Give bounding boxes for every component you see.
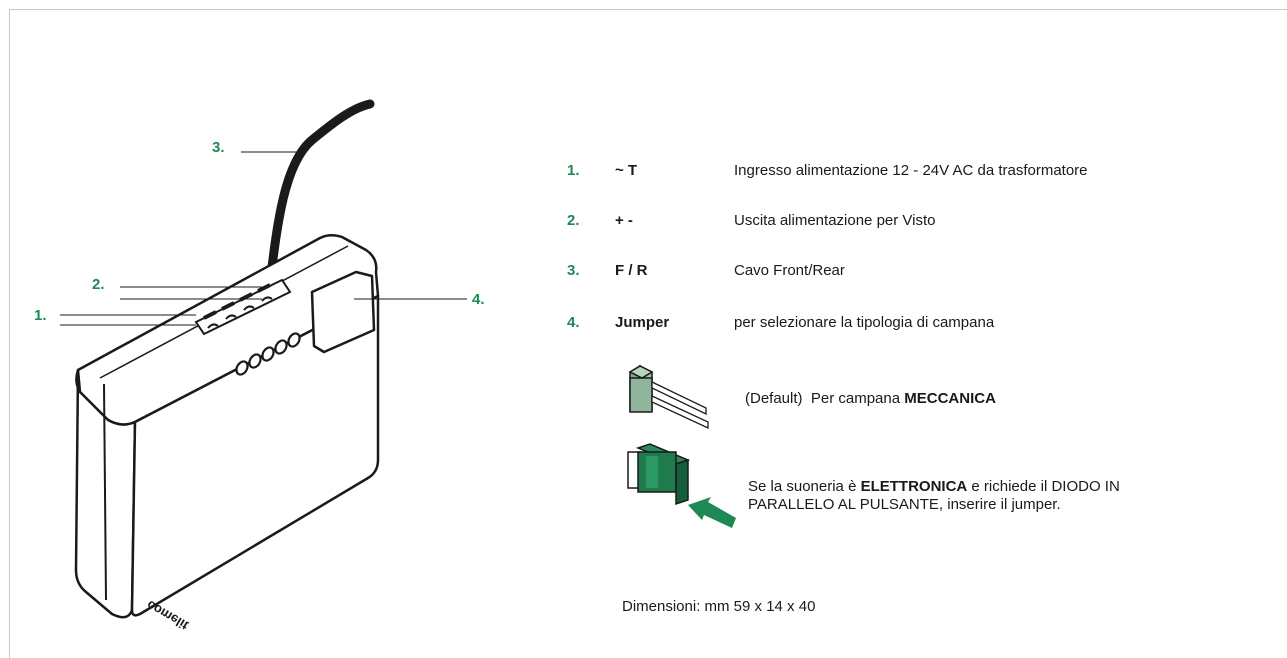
callout-number-4: 4. xyxy=(472,291,485,308)
led-holes xyxy=(235,332,301,376)
terminal-block xyxy=(194,278,292,336)
callout-number-3: 3. xyxy=(212,139,225,156)
figure-frame xyxy=(9,9,1287,658)
brand-logo-text: comelit xyxy=(144,597,191,633)
callout-number-2: 2. xyxy=(92,276,105,293)
jumper-housing xyxy=(310,270,376,354)
box-side-face xyxy=(130,294,380,617)
box-edge xyxy=(103,383,107,601)
cable xyxy=(263,99,375,305)
callout-number-1: 1. xyxy=(34,307,47,324)
jumper-closed-icon xyxy=(627,443,691,506)
insert-arrow-icon xyxy=(688,497,736,528)
jumper-open-icon xyxy=(628,364,709,430)
